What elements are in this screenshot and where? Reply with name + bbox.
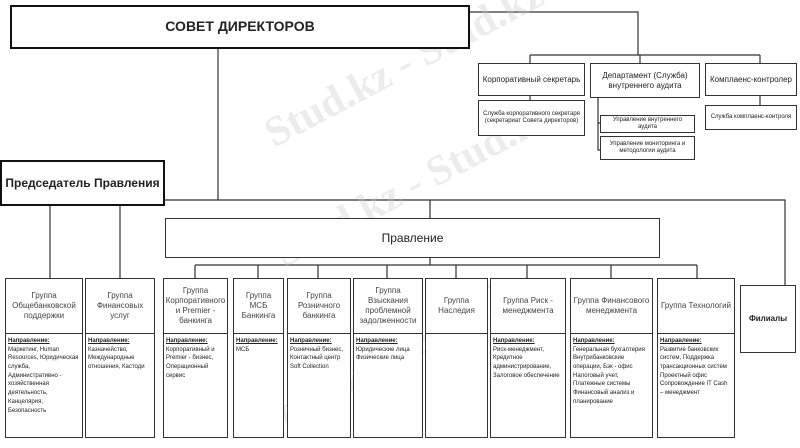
connector-lines <box>49 11 786 285</box>
audit-methodology-office: Управление мониторинга и методологии ауд… <box>600 136 695 160</box>
direction-items: МСБ <box>236 346 250 353</box>
group-title: Группа Розничного банкинга <box>288 279 350 334</box>
branches: Филиалы <box>740 285 796 353</box>
internal-audit-department: Департамент (Служба) внутреннего аудита <box>590 63 700 98</box>
group-box: Группа Наследия <box>425 278 488 438</box>
direction-items: Развитие банковских систем, Поддержка тр… <box>660 346 728 397</box>
direction-items: Юридические лица Физические лица <box>356 346 410 362</box>
internal-audit-office: Управление внутреннего аудита <box>600 115 695 133</box>
board-of-directors: СОВЕТ ДИРЕКТОРОВ <box>10 5 470 49</box>
chairman-of-board: Председатель Правления <box>0 160 165 206</box>
direction-label: Направление: <box>356 338 398 344</box>
group-directions: Направление: Развитие банковских систем, … <box>658 334 734 401</box>
direction-label: Направление: <box>236 338 278 344</box>
direction-label: Направление: <box>166 338 208 344</box>
direction-items: Маркетинг, Human Resources, Юридическая … <box>8 346 79 414</box>
direction-label: Направление: <box>660 338 702 344</box>
group-directions <box>426 334 487 340</box>
compliance-controller: Комплаенс-контролер <box>705 63 797 96</box>
group-title: Группа Корпоративного и Premier - банкин… <box>164 279 227 334</box>
corporate-secretary: Корпоративный секретарь <box>478 63 585 96</box>
direction-items: Казначейство, Международные отношения, К… <box>88 346 145 371</box>
group-title: Группа Технологий <box>658 279 734 334</box>
group-title: Группа Общебанковской поддержки <box>6 279 82 334</box>
group-directions: Направление: Генеральная бухгалтерия Внут… <box>571 334 652 410</box>
group-directions: Направление: Юридические лица Физические … <box>354 334 422 366</box>
group-directions: Направление: МСБ <box>234 334 283 357</box>
direction-label: Направление: <box>493 338 535 344</box>
direction-label: Направление: <box>573 338 615 344</box>
direction-label: Направление: <box>88 338 130 344</box>
group-title: Группа Взыскания проблемной задолженност… <box>354 279 422 334</box>
group-directions: Направление: Риск-менеджмент, Кредитное а… <box>491 334 565 383</box>
direction-items: Корпоративный и Premier - бизнес, Операц… <box>166 346 215 379</box>
group-title: Группа Риск - менеджмента <box>491 279 565 334</box>
management-board: Правление <box>165 218 660 258</box>
group-title: Группа Наследия <box>426 279 487 334</box>
direction-label: Направление: <box>290 338 332 344</box>
group-directions: Направление: Маркетинг, Human Resources, … <box>6 334 82 418</box>
compliance-service: Служба комплаенс-контроля <box>705 105 797 130</box>
direction-items: Генеральная бухгалтерия Внутрибанковские… <box>573 346 645 405</box>
group-box: Группа Взыскания проблемной задолженност… <box>353 278 423 438</box>
corporate-secretary-service: Служба корпоративного секретаря (секрета… <box>478 100 585 136</box>
direction-items: Риск-менеджмент, Кредитное администриров… <box>493 346 560 379</box>
direction-items: Розничный бизнес, Контактный центр Soft … <box>290 346 344 371</box>
group-title: Группа МСБ Банкинга <box>234 279 283 334</box>
group-directions: Направление: Корпоративный и Premier - би… <box>164 334 227 383</box>
group-title: Группа Финансовых услуг <box>86 279 154 334</box>
group-directions: Направление: Казначейство, Международные … <box>86 334 154 375</box>
direction-label: Направление: <box>8 338 50 344</box>
group-title: Группа Финансового менеджмента <box>571 279 652 334</box>
group-box: Группа Корпоративного и Premier - банкин… <box>163 278 228 438</box>
group-directions: Направление: Розничный бизнес, Контактный… <box>288 334 350 375</box>
